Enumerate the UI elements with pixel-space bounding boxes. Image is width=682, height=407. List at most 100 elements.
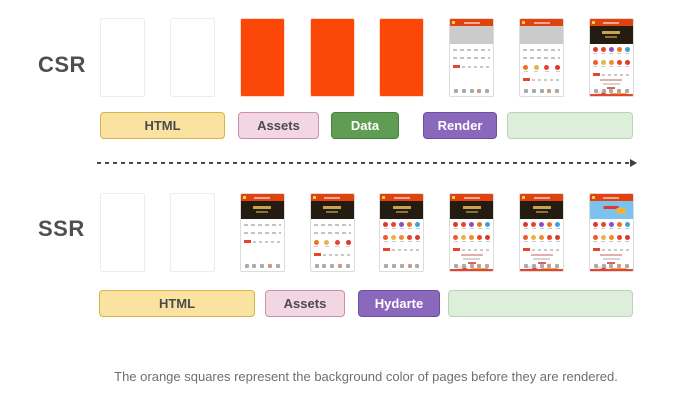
mock-banner [240, 201, 284, 219]
mock-banner [520, 201, 564, 219]
phone-full [588, 18, 634, 97]
mock-headline [383, 248, 421, 251]
phone-ssr-icons [379, 193, 425, 272]
mock-headline [523, 78, 561, 81]
mock-headline [313, 253, 351, 256]
mock-icon-grid-row1 [590, 47, 633, 57]
mock-appbar [240, 194, 284, 201]
arrowhead-icon [630, 159, 637, 167]
mock-appbar-title [463, 196, 480, 199]
mock-appbar [380, 194, 424, 201]
timeline-bar-render: Render [423, 112, 497, 139]
mock-tabbar [380, 264, 423, 268]
timeline-bar-hydarte: Hydarte [358, 290, 440, 317]
phone-blank [100, 193, 145, 272]
mock-product-image [455, 266, 468, 271]
mock-product-image [595, 91, 608, 96]
mock-banner [589, 201, 633, 219]
mock-logo-icon [452, 196, 456, 199]
mock-banner [450, 201, 494, 219]
mock-headline [592, 248, 630, 251]
row-label-ssr: SSR [38, 216, 85, 241]
mock-text-block [590, 254, 633, 264]
mock-logo-icon [452, 21, 456, 24]
mock-appbar [589, 194, 633, 201]
timeline-bar-html: HTML [99, 290, 255, 317]
mock-tabbar [450, 89, 493, 93]
mock-icon-grid-row1 [520, 222, 563, 232]
mock-product-image [525, 266, 538, 271]
phone-blank [169, 18, 215, 97]
phone-csr-loading [449, 18, 495, 97]
timeline-bar-assets: Assets [238, 112, 319, 139]
mock-text-block [520, 254, 563, 264]
timeline-bar-idle [507, 112, 633, 139]
phone-ssr-content [449, 193, 495, 272]
mock-logo-icon [312, 196, 316, 199]
phone-blank [100, 18, 145, 97]
row-label-csr: CSR [38, 52, 86, 77]
mock-banner [520, 26, 564, 44]
mock-skeleton-text [453, 49, 491, 59]
phone-csr-icons [519, 18, 565, 97]
mock-icon-grid-row2 [520, 235, 563, 245]
phone-sequence-csr [100, 18, 634, 97]
mock-icon-grid-row1 [450, 222, 493, 232]
mock-appbar [310, 194, 354, 201]
mock-headline [592, 73, 630, 76]
phone-ssr-final [588, 193, 634, 272]
phone-orange [309, 18, 355, 97]
mock-logo-icon [242, 196, 246, 199]
mock-appbar [450, 19, 494, 26]
mock-banner [450, 26, 494, 44]
mock-appbar-title [603, 196, 620, 199]
mock-appbar-title [533, 196, 550, 199]
timeline-bar-idle [448, 290, 633, 317]
mock-skeleton-text [523, 49, 561, 59]
mock-skeleton-text [313, 224, 351, 234]
mock-icon-grid-row2 [590, 235, 633, 245]
mock-icon-grid-row1 [590, 222, 633, 232]
mock-icons-partial [311, 240, 354, 250]
phone-ssr-shell [239, 193, 285, 272]
phone-ssr-content [519, 193, 565, 272]
mock-logo-icon [522, 21, 526, 24]
phone-ssr-icons-partial [309, 193, 355, 272]
mock-appbar [520, 19, 564, 26]
caption: The orange squares represent the backgro… [114, 369, 618, 384]
mock-appbar-title [463, 21, 480, 24]
mock-text-block [450, 254, 493, 264]
mock-headline [453, 65, 491, 68]
phone-orange [239, 18, 285, 97]
mock-appbar-title [254, 196, 271, 199]
mock-skeleton-text [243, 224, 281, 234]
mock-appbar [589, 19, 633, 26]
mock-logo-icon [522, 196, 526, 199]
mock-banner [380, 201, 424, 219]
mock-appbar-title [603, 21, 620, 24]
mock-icon-grid-row2 [590, 60, 633, 70]
mock-tabbar [311, 264, 354, 268]
mock-logo-icon [382, 196, 386, 199]
time-axis-dashed-arrow [97, 159, 637, 167]
phone-sequence-ssr [100, 193, 634, 272]
mock-tabbar [590, 89, 633, 93]
mock-logo-icon [591, 196, 595, 199]
timeline-bar-data: Data [331, 112, 399, 139]
mock-icons-partial [520, 65, 563, 75]
mock-icon-grid-row2 [450, 235, 493, 245]
mock-icon-grid-row2 [380, 235, 423, 245]
mock-tabbar [450, 264, 493, 268]
mock-logo-icon [591, 21, 595, 24]
mock-tabbar [241, 264, 284, 268]
mock-tabbar [590, 264, 633, 268]
mock-headline [243, 240, 281, 243]
mock-banner [589, 26, 633, 44]
mock-tabbar [520, 89, 563, 93]
mock-tabbar [520, 264, 563, 268]
mock-icon-grid-row1 [380, 222, 423, 232]
mock-appbar-title [533, 21, 550, 24]
mock-product-image [595, 266, 608, 271]
